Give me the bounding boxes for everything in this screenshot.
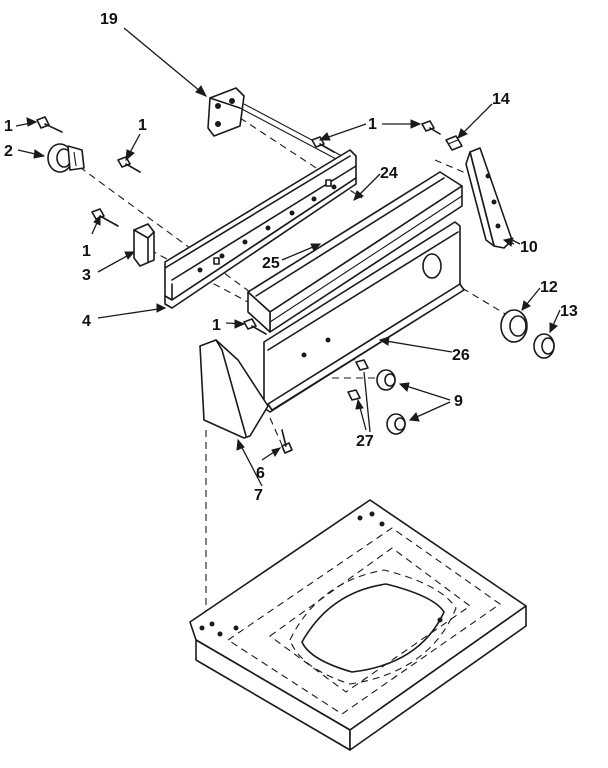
part-7-end-cap [199,339,269,439]
part-27-clip [347,359,369,401]
part-3-switch-bracket [133,223,155,267]
part-9-knob-lower [386,413,406,435]
part-19-hinge-bracket [207,87,343,161]
part-1-screw-top-right [421,120,441,135]
callout-6: 6 [256,465,265,482]
part-12-bezel [500,309,528,343]
callout-24: 24 [380,165,398,182]
callout-10: 10 [520,239,538,256]
callout-12: 12 [540,279,558,296]
leader-lines [15,27,561,487]
callout-3: 3 [82,267,91,284]
callout-13: 13 [560,303,578,320]
callout-1-b: 1 [138,117,147,134]
part-1-screw-left-lower [91,208,119,227]
callout-labels: 19 1 2 1 1 14 24 25 10 1 3 4 1 12 13 26 … [4,11,578,504]
part-9-knob-upper [376,369,396,391]
callout-1-c: 1 [368,116,377,133]
washer-top-panel [189,499,527,751]
part-10-end-cap-right [465,147,513,249]
callout-1-d: 1 [82,243,91,260]
callout-9: 9 [454,393,463,410]
callout-19: 19 [100,11,118,28]
callout-1-a: 1 [4,118,13,135]
callout-14: 14 [492,91,510,108]
part-14-clip [445,135,463,151]
callout-25: 25 [262,255,280,272]
part-13-knob [533,333,555,359]
callout-27: 27 [356,433,374,450]
callout-7: 7 [254,487,263,504]
part-2-timer-knob [47,143,85,173]
part-1-screw-top-left [36,116,63,133]
part-1-screw-left-upper [117,156,141,173]
callout-26: 26 [452,347,470,364]
callout-2: 2 [4,143,13,160]
callout-4: 4 [82,313,91,330]
part-26-console-panel [263,221,465,413]
part-25-console-body [247,185,463,333]
callout-1-e: 1 [212,317,221,334]
part-1-screw-center [243,318,267,335]
part-6-screw [281,429,293,454]
part-4-console-rail [164,149,357,309]
